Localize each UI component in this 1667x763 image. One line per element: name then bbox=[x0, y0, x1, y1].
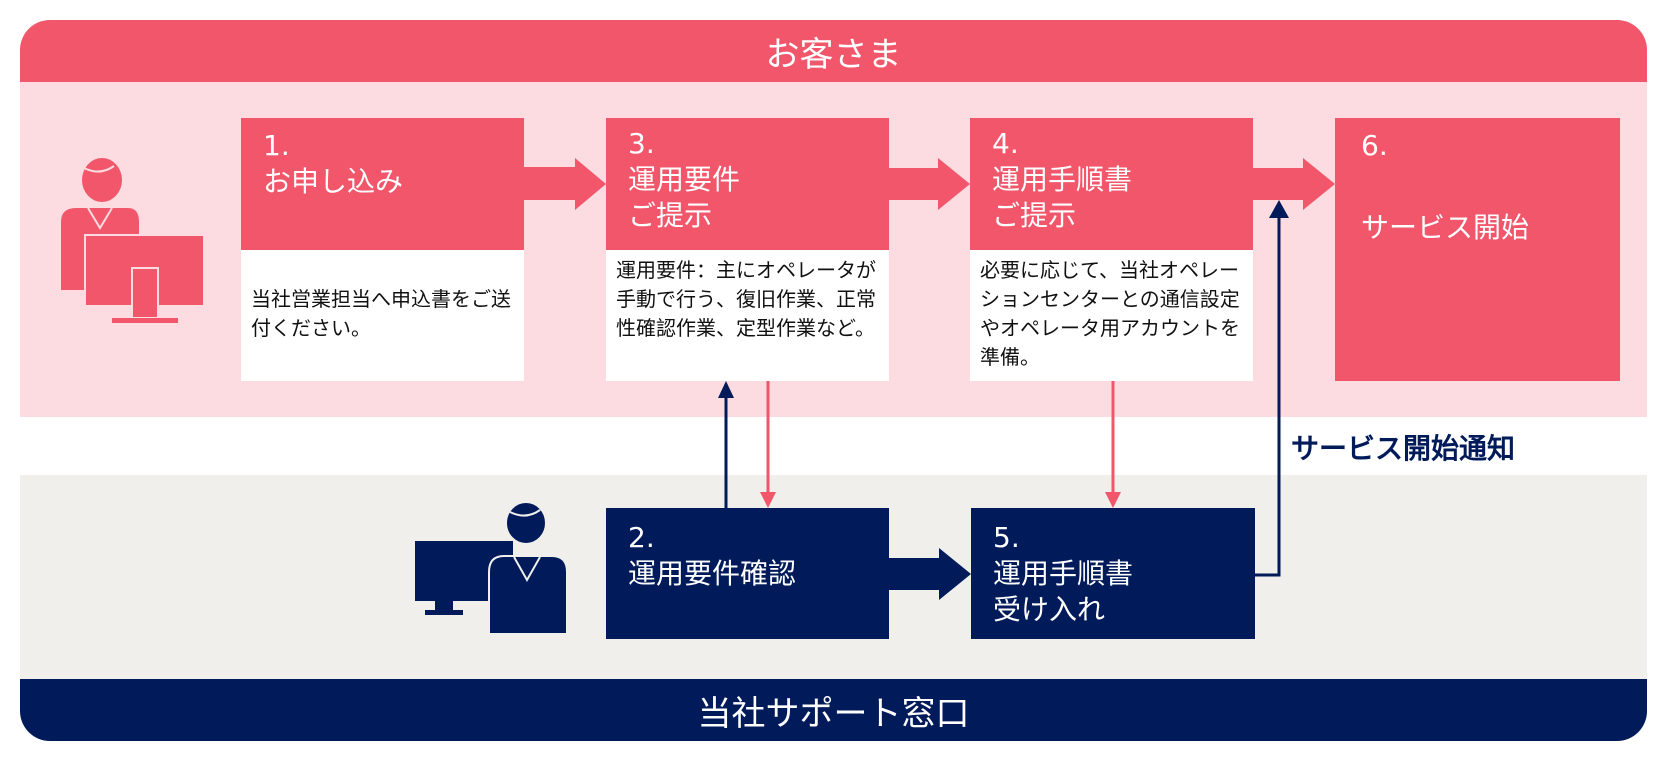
step-6-number: 6. bbox=[1361, 129, 1388, 162]
customer-person-icon bbox=[61, 158, 205, 323]
arrow-5-to-6-line bbox=[1255, 214, 1281, 577]
step-2-title: 運用要件確認 bbox=[628, 557, 797, 590]
support-lane-title: 当社サポート窓口 bbox=[697, 693, 970, 734]
step-3-title-line-2: ご提示 bbox=[628, 199, 713, 232]
customer-lane-title: お客さま bbox=[765, 34, 902, 75]
step-4-title-line-1: 運用手順書 bbox=[992, 163, 1133, 196]
step-6-title: サービス開始 bbox=[1361, 211, 1530, 244]
step-5-title-line-2: 受け入れ bbox=[993, 593, 1106, 626]
step-4-description: 必要に応じて、当社オペレーションセンターとの通信設定やオペレータ用アカウントを準… bbox=[970, 250, 1253, 381]
step-6: 6. サービス開始 bbox=[1335, 118, 1620, 381]
arrow-2-to-5 bbox=[889, 548, 971, 600]
arrow-4-to-6 bbox=[1253, 158, 1335, 210]
arrow-3-to-2-head bbox=[760, 492, 776, 508]
step-3-number: 3. bbox=[628, 127, 655, 160]
step-1: 1. お申し込み 当社営業担当へ申込書をご送付ください。 bbox=[241, 118, 524, 381]
step-4-title-line-2: ご提示 bbox=[992, 199, 1077, 232]
step-1-title: お申し込み bbox=[263, 165, 404, 198]
support-person-icon bbox=[415, 501, 568, 635]
step-3-description: 運用要件：主にオペレータが手動で行う、復旧作業、正常性確認作業、定型作業など。 bbox=[606, 250, 889, 381]
step-5-number: 5. bbox=[993, 521, 1020, 554]
step-1-number: 1. bbox=[263, 129, 290, 162]
step-1-description: 当社営業担当へ申込書をご送付ください。 bbox=[241, 250, 524, 381]
arrow-2-to-3-head bbox=[718, 381, 734, 398]
arrow-4-to-5-head bbox=[1105, 492, 1121, 508]
step-2-number: 2. bbox=[628, 521, 655, 554]
arrow-5-to-6-head bbox=[1269, 200, 1289, 218]
step-3-title-line-1: 運用要件 bbox=[628, 163, 741, 196]
arrow-1-to-3 bbox=[524, 158, 606, 210]
step-2: 2. 運用要件確認 bbox=[606, 508, 889, 639]
arrow-3-to-4 bbox=[889, 158, 970, 210]
support-lane-footer: 当社サポート窓口 bbox=[20, 679, 1647, 741]
step-5-title-line-1: 運用手順書 bbox=[993, 557, 1134, 590]
service-start-notice-label: サービス開始通知 bbox=[1291, 432, 1516, 465]
step-4-number: 4. bbox=[992, 127, 1019, 160]
step-5: 5. 運用手順書 受け入れ bbox=[971, 508, 1255, 639]
step-4: 4. 運用手順書 ご提示 必要に応じて、当社オペレーションセンターとの通信設定や… bbox=[970, 118, 1253, 381]
step-3: 3. 運用要件 ご提示 運用要件：主にオペレータが手動で行う、復旧作業、正常性確… bbox=[606, 118, 889, 381]
customer-lane-header: お客さま bbox=[20, 20, 1647, 82]
